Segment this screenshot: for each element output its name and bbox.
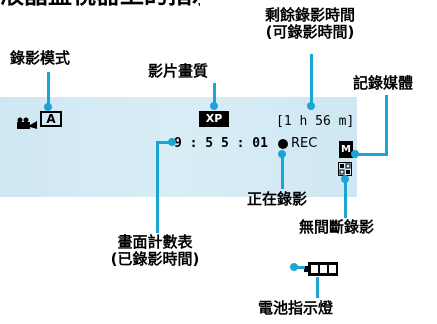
label-scene-counter: 畫面計數表 (已錄影時間) <box>90 234 220 268</box>
leader-line-video-quality <box>213 83 216 106</box>
label-recording-in-progress: 正在錄影 <box>247 190 308 208</box>
page-title: 液晶監視器上的指示 <box>0 0 200 12</box>
leader-line-battery-h <box>293 266 305 269</box>
leader-dot-scene-counter <box>168 138 176 146</box>
label-battery-indicator: 電池指示燈 <box>258 299 334 317</box>
label-recording-media: 記錄媒體 <box>353 74 414 92</box>
leader-dot-recording-media <box>351 150 359 158</box>
rec-text: REC <box>291 136 318 151</box>
leader-dot-video-quality <box>210 102 218 110</box>
label-scene-counter-line1: 畫面計數表 <box>117 233 193 251</box>
label-remaining-time-line1: 剩餘錄影時間 <box>264 6 355 24</box>
leader-line-scene-counter-h <box>156 141 172 144</box>
leader-line-scene-counter <box>156 141 159 233</box>
remaining-time-value: [1 h 56 m] <box>276 114 355 129</box>
leader-dot-battery <box>290 263 298 271</box>
label-seamless-recording: 無間斷錄影 <box>299 218 375 236</box>
record-dot-icon <box>278 139 288 149</box>
video-camera-icon <box>16 114 38 129</box>
seamless-recording-icon <box>338 161 352 176</box>
leader-dot-recording-mode <box>44 103 52 111</box>
label-scene-counter-line2: (已錄影時間) <box>110 250 200 268</box>
timecode-value: 9 : 5 5 : 01 <box>174 136 268 151</box>
label-video-quality: 影片畫質 <box>148 62 209 80</box>
leader-line-recording-in-progress <box>281 152 284 189</box>
leader-line-recording-mode <box>47 72 50 107</box>
label-remaining-time-line2: (可錄影時間) <box>265 23 355 41</box>
media-card-icon: M <box>339 141 353 158</box>
leader-line-battery <box>316 277 319 298</box>
lcd-screen-area <box>0 97 357 197</box>
quality-badge: XP <box>199 111 229 127</box>
label-recording-mode: 錄影模式 <box>10 49 71 67</box>
leader-line-remaining-time <box>310 54 313 104</box>
label-remaining-time: 剩餘錄影時間 (可錄影時間) <box>245 7 375 41</box>
leader-dot-remaining-time <box>307 102 315 110</box>
mode-auto-icon: A <box>40 111 62 127</box>
leader-line-recording-media <box>385 95 388 156</box>
leader-line-recording-media-h <box>354 153 388 156</box>
leader-line-seamless-recording <box>344 178 347 218</box>
leader-dot-seamless-recording <box>341 175 349 183</box>
battery-icon <box>304 261 338 276</box>
leader-dot-recording-in-progress <box>278 150 286 158</box>
